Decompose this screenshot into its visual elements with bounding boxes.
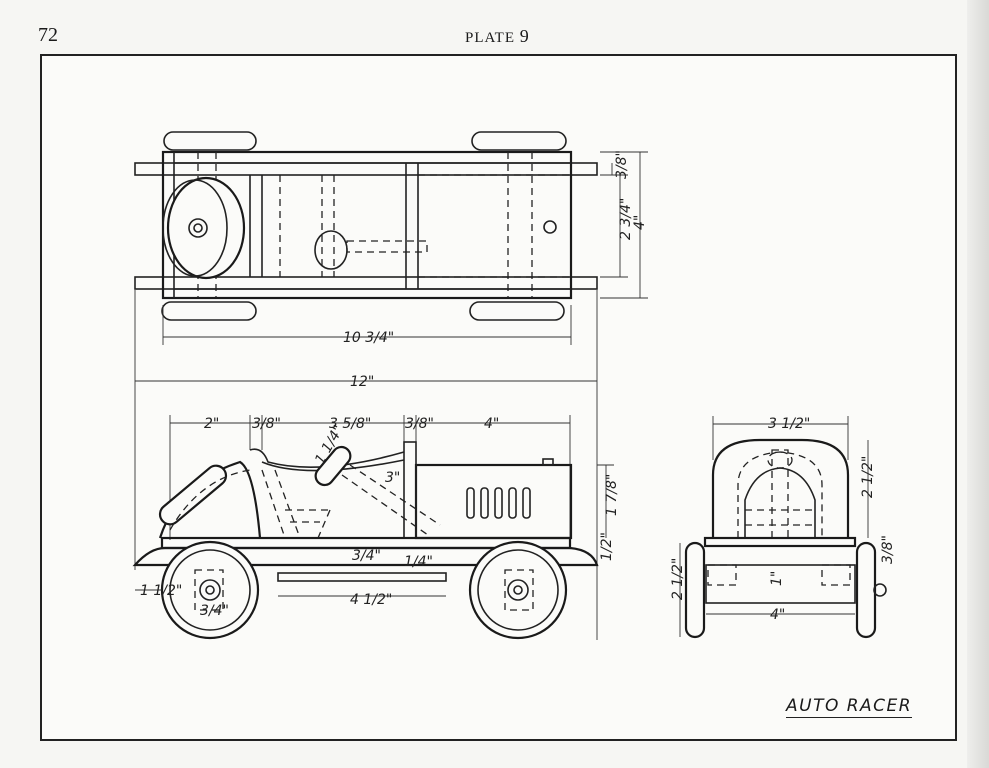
dim-front-width: 3 1/2": [768, 416, 810, 432]
top-wheel-left-upper: [163, 131, 257, 151]
dim-rail: 3/8": [614, 150, 630, 179]
filler-cap: [543, 220, 557, 234]
dim-body: 3 5/8": [329, 416, 371, 432]
dim-front-hub: 3/8": [880, 535, 896, 564]
steering-column: [346, 240, 428, 253]
dim-axle-span: 4 1/2": [350, 592, 392, 608]
front-wheel-right: [855, 541, 877, 639]
front-wheel-left: [684, 541, 706, 639]
dim-seat: 2": [204, 416, 219, 432]
dim-outer-width: 4": [632, 215, 648, 230]
top-view: 3/8" 2 3/4" 4" 10 3/4": [134, 131, 648, 346]
dim-gap-b: 3/8": [405, 416, 434, 432]
top-wheel-right-upper: [471, 131, 567, 151]
radiator-cap: [542, 458, 554, 466]
dim-front-height: 2 1/2": [860, 456, 876, 498]
hood: [414, 463, 573, 540]
seat-disc: [314, 230, 348, 270]
step: [277, 572, 447, 582]
dim-frame-height: 1/2": [599, 532, 615, 561]
dim-hood: 4": [484, 416, 499, 432]
front-view: 3 1/2" 2 1/2" 4" 2 1/2" 1" 3/8": [670, 416, 896, 639]
dim-gap-a: 3/8": [252, 416, 281, 432]
side-view: 12" 2" 3/8" 3 5/8" 3/8" 4": [132, 290, 620, 640]
dim-chassis-length: 10 3/4": [343, 330, 394, 346]
plate-number: 9: [519, 26, 530, 46]
axle-upper: [134, 162, 598, 176]
dim-hood-height: 1 7/8": [604, 474, 620, 516]
plate-word: PLATE: [465, 30, 515, 46]
side-steering-wheel: [158, 464, 228, 526]
dim-hub: 3/4": [200, 603, 229, 619]
running-board: [132, 546, 599, 567]
front-axle-beam: [703, 536, 857, 548]
steering-hub: [188, 218, 208, 238]
front-wheel: [468, 540, 568, 640]
steering-wheel: [166, 176, 246, 280]
seat-back: [314, 445, 352, 487]
top-wheel-right-lower: [469, 301, 565, 321]
dim-step-a: 3/4": [352, 548, 381, 564]
page-edge: [967, 0, 989, 768]
top-wheel-left-lower: [161, 301, 257, 321]
dim-front-axle: 4": [770, 607, 785, 623]
dim-seat-length: 3": [385, 470, 400, 486]
dim-front-wheel: 2 1/2": [670, 558, 686, 600]
radiator-shell: [711, 438, 850, 538]
dim-spring: 1": [769, 571, 785, 586]
front-axle: [705, 564, 856, 604]
dim-overall: 12": [350, 374, 374, 390]
dim-inner-width: 2 3/4": [618, 198, 634, 240]
dim-wheel-offset: 1 1/2": [140, 583, 182, 599]
page-number: 72: [38, 24, 58, 46]
top-view-dimensions: [162, 151, 648, 345]
plate-title: PLATE 9: [465, 26, 530, 47]
dim-step-b: 1/4": [404, 554, 433, 570]
drawing-caption: AUTO RACER: [786, 696, 913, 718]
